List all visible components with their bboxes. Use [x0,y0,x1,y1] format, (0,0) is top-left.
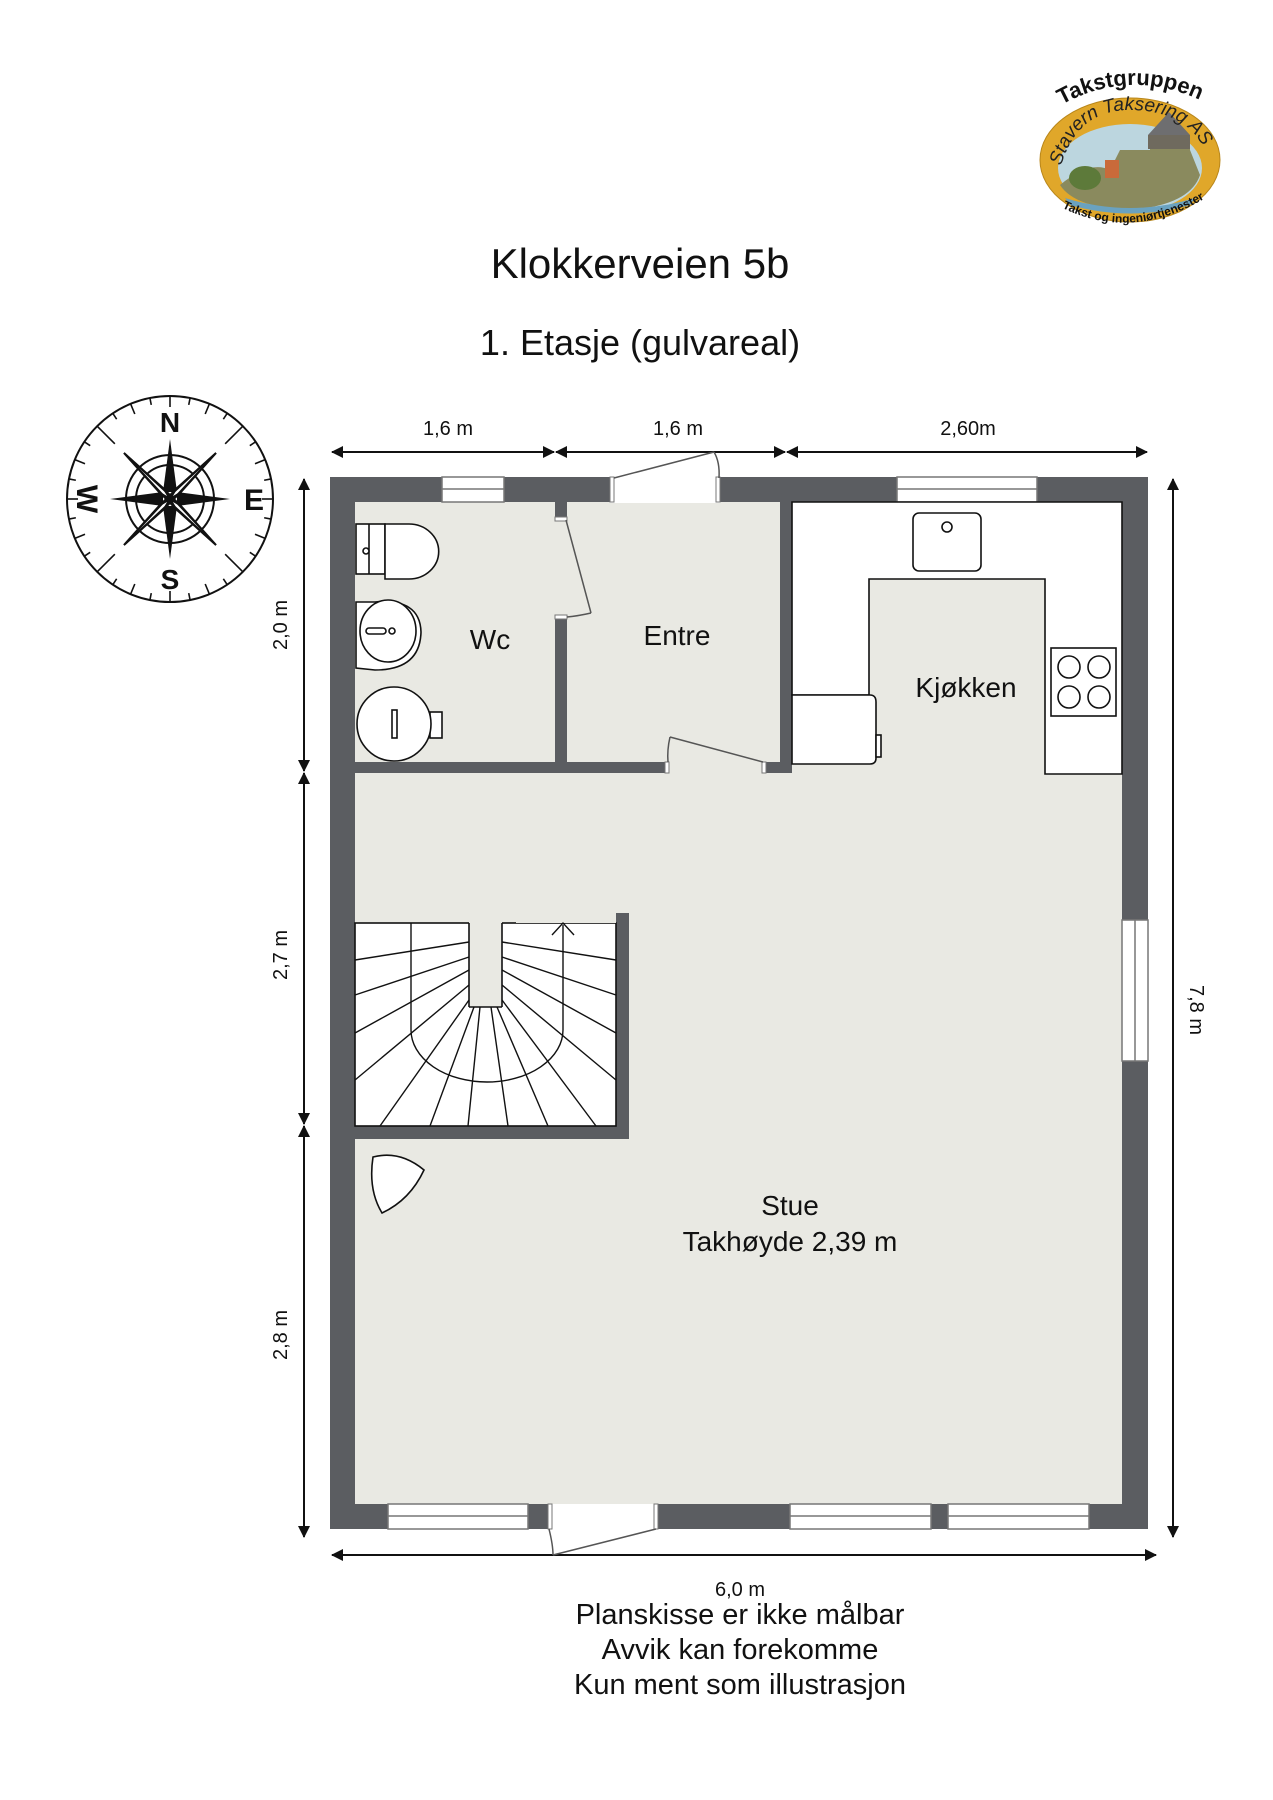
tree-icon [1069,166,1101,190]
dimension-labels: 1,6 m 1,6 m 2,60m 2,0 m 2,7 m 2,8 m 7,8 … [270,418,1207,1601]
dimension-lines [298,446,1179,1561]
front-door[interactable] [609,451,721,503]
compass-north-label: N [160,407,180,438]
room-label-entre: Entre [644,620,711,651]
ceiling-height-label: Takhøyde 2,39 m [683,1226,898,1257]
room-label-stue: Stue [761,1190,819,1221]
tower-icon [1148,135,1190,149]
fridge-icon [791,694,882,765]
compass-east-label: E [244,484,264,517]
wall-wc-entre [555,617,567,773]
dim-right: 7,8 m [1185,985,1207,1035]
wall-wc-stue [355,762,667,773]
wc-door[interactable] [554,516,592,620]
wall-entre-kitchen [780,502,792,773]
disclaimer: Planskisse er ikke målbar Avvik kan fore… [540,1598,940,1703]
dim-left-1: 2,0 m [270,600,292,650]
window-stue-south-3 [947,1503,1090,1530]
compass-rose-icon: N S W E [66,395,274,603]
tower-roof-icon [1148,112,1190,135]
floor-subtitle: 1. Etasje (gulvareal) [479,322,801,363]
plan-title: Klokkerveien 5b [490,240,790,287]
fireplace-icon [370,1154,425,1215]
window-stue-south-2 [789,1503,932,1530]
wall-stair-bottom [355,1126,629,1139]
dim-left-2: 2,7 m [270,930,292,980]
house-icon [1105,160,1119,178]
round-fixture-icon [356,686,443,762]
disclaimer-line-2: Avvik kan forekomme [601,1634,879,1666]
company-logo: Takstgruppen Stavern Taksering AS Takst … [1039,65,1221,226]
room-label-kitchen: Kjøkken [915,672,1016,703]
window-kitchen [896,476,1038,503]
disclaimer-line-3: Kun ment som illustrasjon [573,1669,907,1701]
window-stue-south-1 [387,1503,529,1530]
window-stue-east [1121,919,1149,1062]
wall-entre-stue-stub [763,762,792,773]
toilet-icon [355,523,440,580]
dim-top-2: 1,6 m [653,418,703,440]
compass-west-label: W [70,485,103,514]
dim-top-1: 1,6 m [423,418,473,440]
dim-top-3: 2,60m [940,418,996,440]
compass-south-label: S [161,564,180,595]
disclaimer-line-1: Planskisse er ikke målbar [575,1599,905,1631]
dim-left-3: 2,8 m [270,1310,292,1360]
stove-icon [1050,647,1117,717]
staircase [354,913,617,1127]
room-label-wc: Wc [470,624,510,655]
wall-stair-right [616,913,629,1139]
wall-wc-entre-top [555,502,567,520]
dim-bottom: 6,0 m [715,1579,765,1601]
window-wc [441,476,505,503]
entre-stue-door[interactable] [664,736,767,774]
sink-icon [355,599,422,671]
kitchen-sink-icon [912,512,982,572]
terrace-door[interactable] [547,1503,659,1556]
water-icon [1065,198,1195,214]
